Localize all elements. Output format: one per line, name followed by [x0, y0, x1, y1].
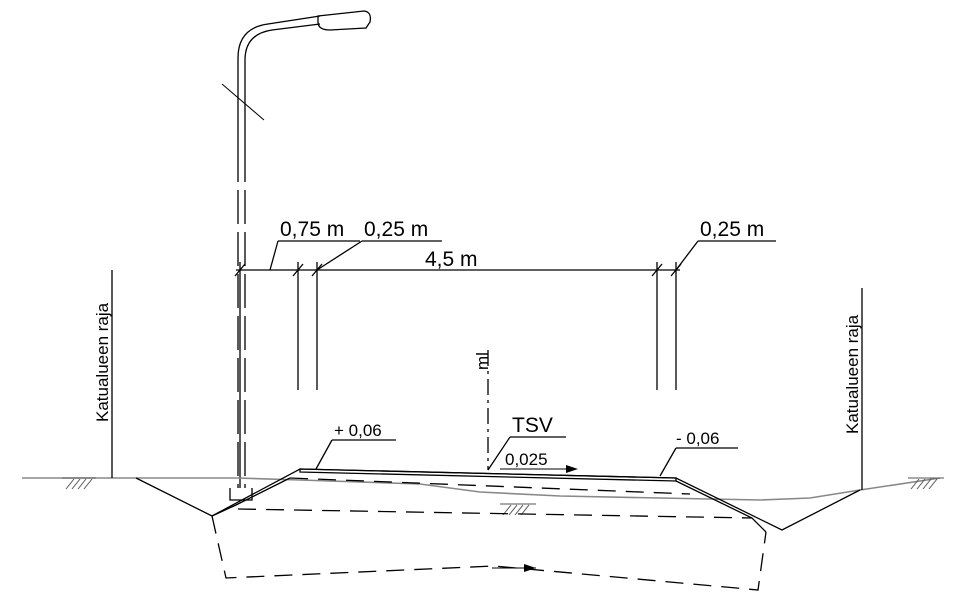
street-light-luminaire [317, 10, 372, 31]
dimension-overall: 4,5 m [425, 248, 478, 271]
road-structure [135, 468, 861, 591]
left-slope-label: + 0,06 [334, 421, 382, 440]
street-light [221, 10, 372, 501]
pavement-surface [299, 468, 677, 482]
leader-0-75 [269, 240, 279, 271]
centerline: ml TSV [473, 350, 566, 471]
dimension-line: 4,5 m 0,75 m 0,25 m 0,25 m [234, 218, 776, 488]
leader-0-25-left [316, 240, 363, 271]
centerline-label: ml [473, 352, 492, 370]
ground-hatch-left [62, 477, 96, 490]
dimension-left-outer: 0,75 m [280, 218, 344, 241]
tsv-label: TSV [512, 414, 553, 437]
right-slope-label: - 0,06 [676, 429, 719, 448]
boundary-left-label: Katualueen raja [93, 302, 112, 422]
structure-layer-2 [237, 508, 753, 519]
slope-annotations: + 0,06 - 0,06 0,025 [315, 421, 738, 477]
ground-line [22, 477, 941, 501]
structure-layer-1 [289, 477, 691, 495]
right-slope-leader [659, 447, 677, 477]
street-light-arm-inner [244, 23, 321, 130]
street-light-arm [237, 15, 321, 130]
left-embankment-inner [211, 477, 291, 517]
dimension-right-inner: 0,25 m [700, 218, 764, 241]
cross-slope-arrow-head [566, 465, 578, 473]
tick-mark [651, 263, 663, 277]
pole-break-mark [221, 83, 265, 121]
cross-slope-label: 0,025 [505, 450, 548, 469]
tick-mark [292, 263, 304, 277]
leader-0-25-right [675, 240, 699, 271]
boundary-right-label: Katualueen raja [843, 314, 862, 434]
right-embankment-inner [675, 480, 767, 533]
subgrade-flow-arrow-head [524, 564, 536, 572]
tsv-leader [487, 436, 511, 471]
tick-mark [234, 263, 246, 277]
left-slope-leader [315, 439, 333, 470]
subgrade-boundary [211, 515, 767, 591]
street-boundary-right: Katualueen raja [843, 288, 863, 490]
dimension-left-inner: 0,25 m [364, 218, 428, 241]
ground-hatch-right [908, 477, 944, 490]
street-boundary-left: Katualueen raja [93, 270, 113, 478]
